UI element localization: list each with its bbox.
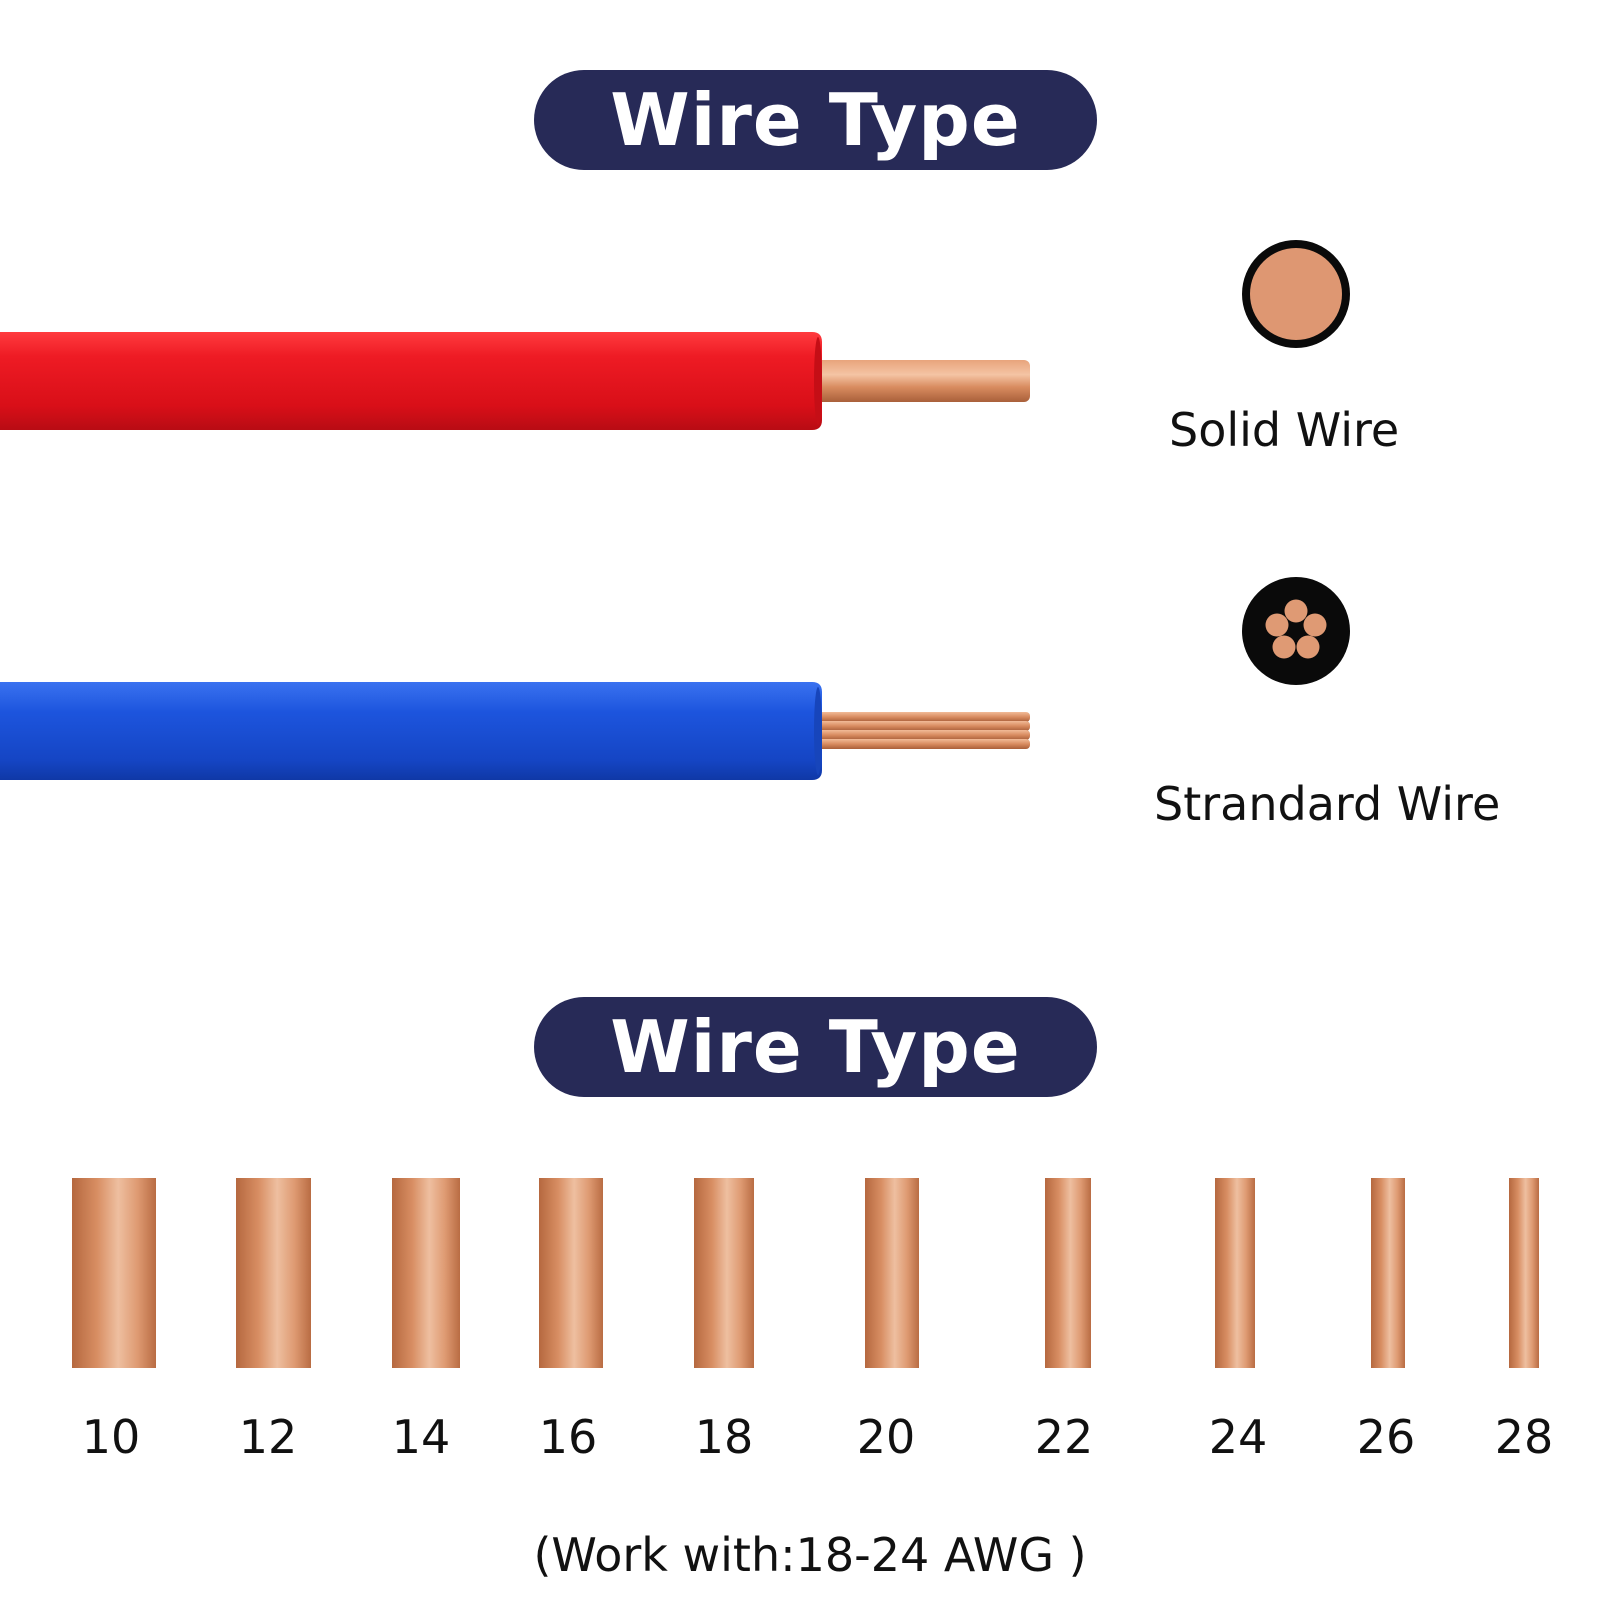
gauge-label: 22: [1034, 1410, 1094, 1464]
wire-type-header-top: Wire Type: [534, 70, 1097, 170]
gauge-sample-22: [1045, 1178, 1091, 1368]
gauge-sample-12: [236, 1178, 311, 1368]
solid-wire-label: Solid Wire: [1169, 403, 1400, 457]
wire-type-header-top-text: Wire Type: [610, 78, 1021, 162]
stranded-wire-image: [0, 682, 1030, 780]
gauge-label: 26: [1356, 1410, 1416, 1464]
wire-type-header-bottom-text: Wire Type: [610, 1005, 1021, 1089]
stranded-wire-label: Strandard Wire: [1154, 777, 1501, 831]
gauge-label: 28: [1494, 1410, 1554, 1464]
gauge-sample-28: [1509, 1178, 1539, 1368]
gauge-label: 16: [538, 1410, 598, 1464]
gauge-label: 12: [238, 1410, 298, 1464]
solid-wire-insulation: [0, 332, 822, 430]
solid-wire-image: [0, 332, 1030, 430]
gauge-sample-20: [865, 1178, 919, 1368]
solid-wire-conductor: [808, 360, 1030, 402]
gauge-sample-16: [539, 1178, 603, 1368]
stranded-wire-conductor: [808, 712, 1030, 749]
gauge-sample-18: [694, 1178, 754, 1368]
gauge-sample-10: [72, 1178, 156, 1368]
stranded-wire-insulation: [0, 682, 822, 780]
awg-compatibility-note: (Work with:18-24 AWG ): [533, 1528, 1087, 1582]
wire-type-header-bottom: Wire Type: [534, 997, 1097, 1097]
gauge-label: 10: [81, 1410, 141, 1464]
gauge-sample-26: [1371, 1178, 1405, 1368]
gauge-label: 14: [391, 1410, 451, 1464]
gauge-label: 24: [1208, 1410, 1268, 1464]
gauge-label: 20: [856, 1410, 916, 1464]
gauge-label: 18: [694, 1410, 754, 1464]
gauge-sample-14: [392, 1178, 460, 1368]
solid-wire-cross-section-icon: [1242, 240, 1350, 348]
stranded-wire-cross-section-icon: [1242, 577, 1350, 685]
gauge-sample-24: [1215, 1178, 1255, 1368]
